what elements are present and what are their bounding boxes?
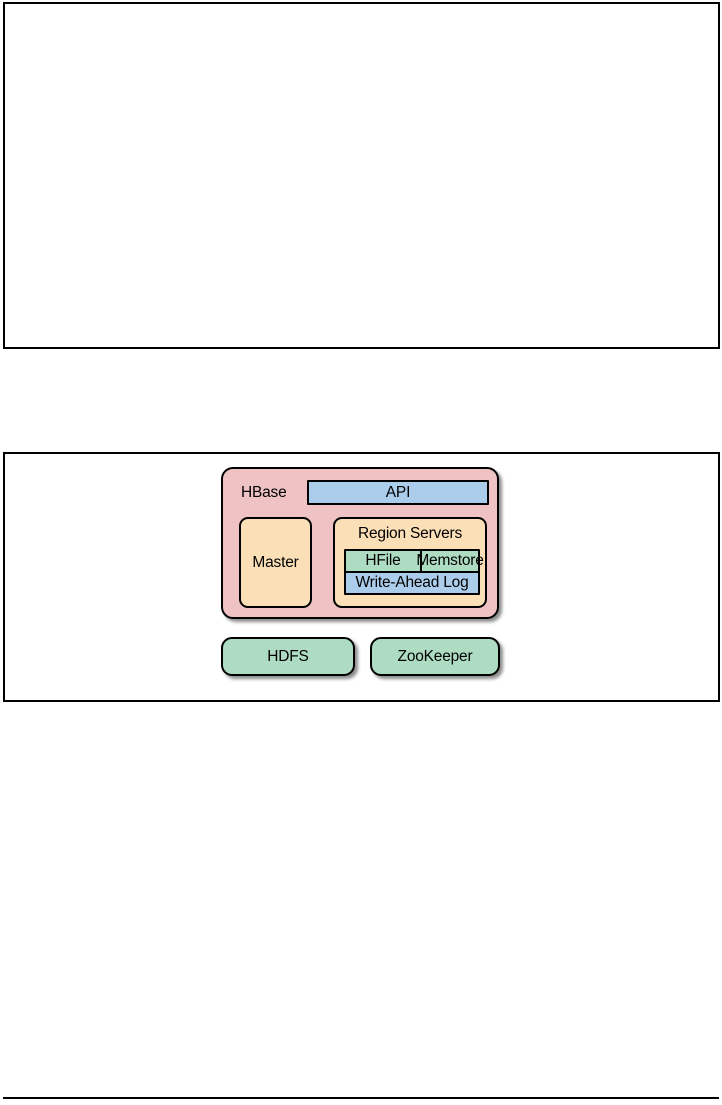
api-box[interactable]: API xyxy=(307,480,489,505)
hfile-box[interactable]: HFile xyxy=(344,549,422,573)
zookeeper-box[interactable]: ZooKeeper xyxy=(370,637,500,676)
memstore-box[interactable]: Memstore xyxy=(416,549,484,573)
region-servers-box[interactable]: Region Servers HFile Memstore Write-Ahea… xyxy=(333,517,487,608)
hbase-architecture-diagram: HBase API Master Region Servers HFile Me… xyxy=(5,454,722,700)
hbase-container[interactable]: HBase API Master Region Servers HFile Me… xyxy=(221,467,499,619)
write-ahead-log-box[interactable]: Write-Ahead Log xyxy=(344,571,480,595)
hbase-label: HBase xyxy=(241,484,287,501)
master-box[interactable]: Master xyxy=(239,517,312,608)
hdfs-box[interactable]: HDFS xyxy=(221,637,355,676)
empty-content-frame xyxy=(3,2,720,349)
figure-frame: HBase API Master Region Servers HFile Me… xyxy=(3,452,720,702)
region-servers-label: Region Servers xyxy=(357,525,463,542)
page-footer-rule xyxy=(3,1097,719,1099)
